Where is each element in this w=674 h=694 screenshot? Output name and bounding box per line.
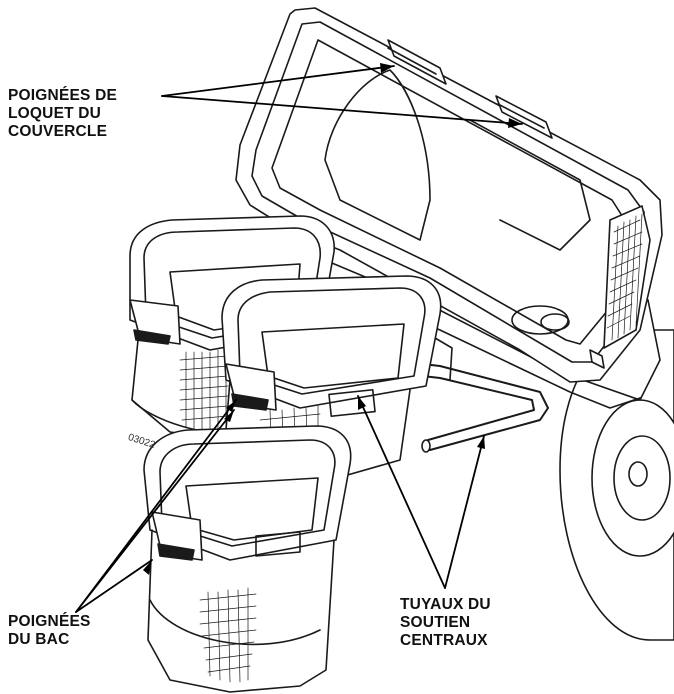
front-bin: [143, 425, 352, 693]
label-lid-latch-handles-line-1: POIGNÉES DE: [8, 87, 118, 104]
leader-lines: [75, 65, 523, 613]
label-lid-latch-handles: POIGNÉES DE LOQUET DU COUVERCLE: [8, 87, 117, 141]
label-center-support-tubes-line-2: SOUTIEN: [400, 614, 471, 631]
label-center-support-tubes-line-3: CENTRAUX: [400, 632, 488, 649]
label-bin-handles: POIGNÉES DU BAC: [8, 613, 91, 649]
label-bin-handles-line-1: POIGNÉES: [8, 613, 91, 630]
middle-bin: [221, 275, 442, 481]
label-center-support-tubes: TUYAUX DU SOUTIEN CENTRAUX: [400, 596, 491, 650]
label-center-support-tubes-line-1: TUYAUX DU: [400, 596, 491, 613]
lid: [235, 7, 663, 383]
leader-arrowheads: [143, 63, 522, 575]
label-bin-handles-line-2: DU BAC: [8, 631, 70, 648]
rear-wheel: [559, 329, 674, 641]
label-lid-latch-handles-line-2: LOQUET DU: [8, 105, 102, 122]
label-lid-latch-handles-line-3: COUVERCLE: [8, 123, 108, 140]
